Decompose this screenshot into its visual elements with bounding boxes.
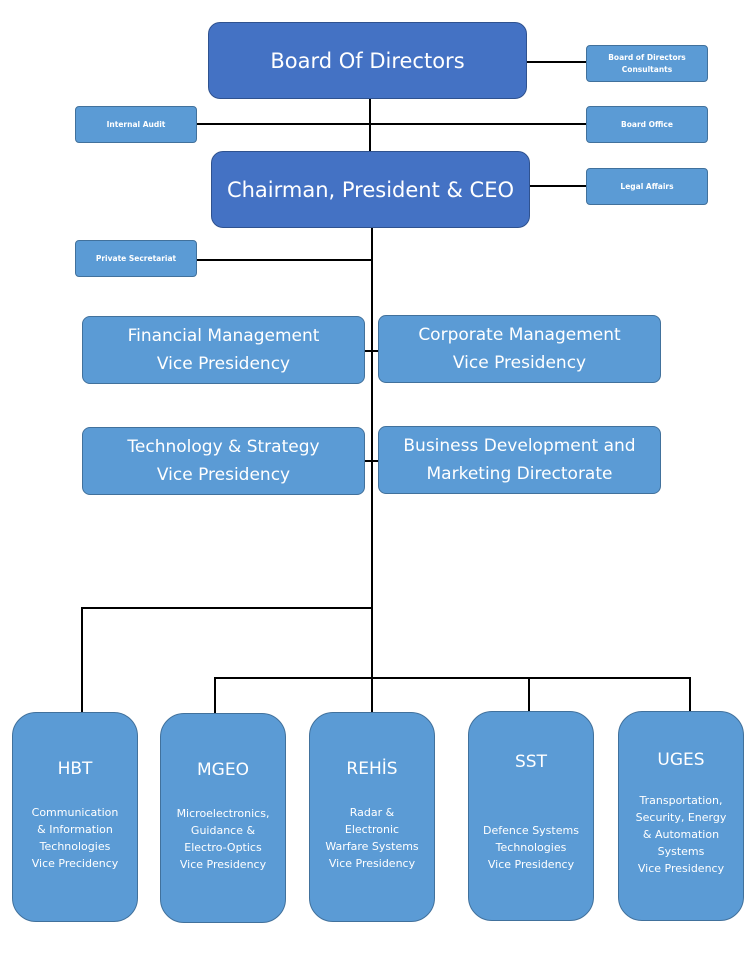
legal-affairs-label: Legal Affairs — [620, 181, 674, 191]
unit-sst-code: SST — [515, 752, 547, 772]
unit-sst-desc-line3: Vice Presidency — [487, 858, 575, 871]
board-of-directors-label: Board Of Directors — [270, 48, 465, 73]
business-development-line2: Marketing Directorate — [426, 464, 613, 484]
corporate-management-line2: Vice Presidency — [452, 353, 587, 373]
unit-hbt-code: HBT — [57, 759, 93, 779]
board-consultants-line1: Board of Directors — [608, 52, 686, 62]
unit-mgeo-code: MGEO — [197, 760, 249, 780]
unit-rehis-box: REHİS Radar & Electronic Warfare Systems… — [309, 712, 435, 922]
unit-hbt-desc-line2: & Information — [37, 823, 113, 836]
unit-hbt-box: HBT Communication & Information Technolo… — [12, 712, 138, 922]
unit-uges-desc-line3: & Automation — [642, 828, 720, 841]
unit-uges-desc-line4: Systems — [657, 845, 705, 858]
unit-rehis-code: REHİS — [346, 759, 398, 779]
unit-hbt-desc-line3: Technologies — [39, 840, 111, 853]
board-of-directors-box: Board Of Directors — [208, 22, 527, 99]
board-office-label: Board Office — [621, 119, 673, 129]
financial-management-box: Financial Management Vice Presidency — [82, 316, 365, 384]
financial-management-line1: Financial Management — [127, 326, 320, 346]
unit-mgeo-desc-line4: Vice Presidency — [179, 858, 267, 871]
unit-hbt-desc-line1: Communication — [31, 806, 119, 819]
unit-mgeo-desc-line2: Guidance & — [190, 824, 256, 837]
legal-affairs-box: Legal Affairs — [586, 168, 708, 205]
unit-uges-code: UGES — [657, 750, 705, 770]
unit-mgeo-desc-line3: Electro-Optics — [184, 841, 262, 854]
technology-strategy-line1: Technology & Strategy — [127, 437, 320, 457]
unit-uges-desc-line5: Vice Presidency — [637, 862, 725, 875]
technology-strategy-box: Technology & Strategy Vice Presidency — [82, 427, 365, 495]
board-consultants-line2: Consultants — [621, 64, 673, 74]
unit-sst-desc-line1: Defence Systems — [483, 824, 579, 837]
business-development-box: Business Development and Marketing Direc… — [378, 426, 661, 494]
unit-rehis-desc-line1: Radar & — [349, 806, 395, 819]
unit-mgeo-desc-line1: Microelectronics, — [176, 807, 270, 820]
unit-sst-desc-line2: Technologies — [495, 841, 567, 854]
unit-uges-desc-line2: Security, Energy — [635, 811, 727, 824]
private-secretariat-label: Private Secretariat — [95, 253, 177, 263]
business-development-line1: Business Development and — [403, 436, 636, 456]
unit-hbt-desc-line4: Vice Precidency — [31, 857, 119, 870]
corporate-management-box: Corporate Management Vice Presidency — [378, 315, 661, 383]
unit-rehis-desc-line4: Vice Presidency — [328, 857, 416, 870]
internal-audit-box: Internal Audit — [75, 106, 197, 143]
unit-uges-desc-line1: Transportation, — [639, 794, 723, 807]
internal-audit-label: Internal Audit — [106, 119, 166, 129]
board-office-box: Board Office — [586, 106, 708, 143]
ceo-box: Chairman, President & CEO — [211, 151, 530, 228]
financial-management-line2: Vice Presidency — [156, 354, 291, 374]
unit-rehis-desc-line3: Warfare Systems — [325, 840, 419, 853]
unit-sst-box: SST Defence Systems Technologies Vice Pr… — [468, 711, 594, 921]
corporate-management-line1: Corporate Management — [418, 325, 621, 345]
unit-rehis-desc-line2: Electronic — [344, 823, 400, 836]
ceo-label: Chairman, President & CEO — [226, 177, 515, 202]
private-secretariat-box: Private Secretariat — [75, 240, 197, 277]
technology-strategy-line2: Vice Presidency — [156, 465, 291, 485]
unit-mgeo-box: MGEO Microelectronics, Guidance & Electr… — [160, 713, 286, 923]
board-consultants-box: Board of Directors Consultants — [586, 45, 708, 82]
unit-uges-box: UGES Transportation, Security, Energy & … — [618, 711, 744, 921]
